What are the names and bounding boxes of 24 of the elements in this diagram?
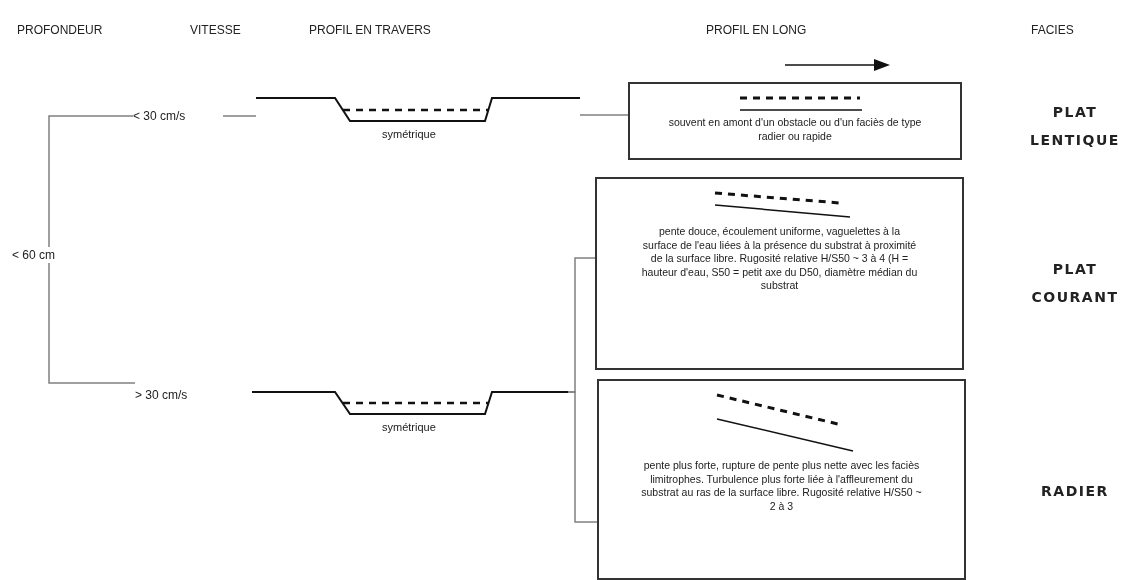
column-header: PROFIL EN LONG — [706, 23, 807, 37]
column-header: PROFIL EN TRAVERS — [309, 23, 431, 37]
description-text: pente douce, écoulement uniforme, vaguelettes à la surface de l'eau liées à la présence du substrat à proximité de la surface libre. Rugosité relative H/S50 ~ 3 à 4 (H = hauteur d'eau, S50 = petit axe du D50, diamètre médian du substrat — [640, 225, 919, 293]
profile-label: symétrique — [382, 421, 436, 433]
profile-label: symétrique — [382, 128, 436, 140]
facies-name: RADIER — [1040, 482, 1110, 501]
column-header: VITESSE — [190, 23, 241, 37]
depth-label: < 60 cm — [12, 247, 82, 263]
column-header: PROFONDEUR — [17, 23, 103, 37]
speed-label: > 30 cm/s — [135, 387, 225, 403]
description-box — [597, 379, 966, 580]
column-header: FACIES — [1031, 23, 1074, 37]
description-box — [595, 177, 964, 370]
connector-line — [48, 115, 134, 248]
description-text: pente plus forte, rupture de pente plus nette avec les faciès limitrophes. Turbulence plus forte liée à l'affleurement du substrat au ras de la surface libre. Rugosité relative H/S50 ~ 2 à 3 — [640, 459, 923, 513]
connector-line — [567, 391, 598, 523]
speed-label: < 30 cm/s — [133, 108, 223, 124]
facies-name: PLAT LENTIQUE — [1029, 103, 1121, 150]
connector-line — [48, 262, 136, 384]
connector-line — [222, 115, 257, 117]
facies-name: PLAT COURANT — [1030, 260, 1120, 307]
description-text: souvent en amont d'un obstacle ou d'un faciès de type radier ou rapide — [667, 116, 923, 143]
description-box — [628, 82, 962, 160]
connector-line — [579, 114, 629, 116]
